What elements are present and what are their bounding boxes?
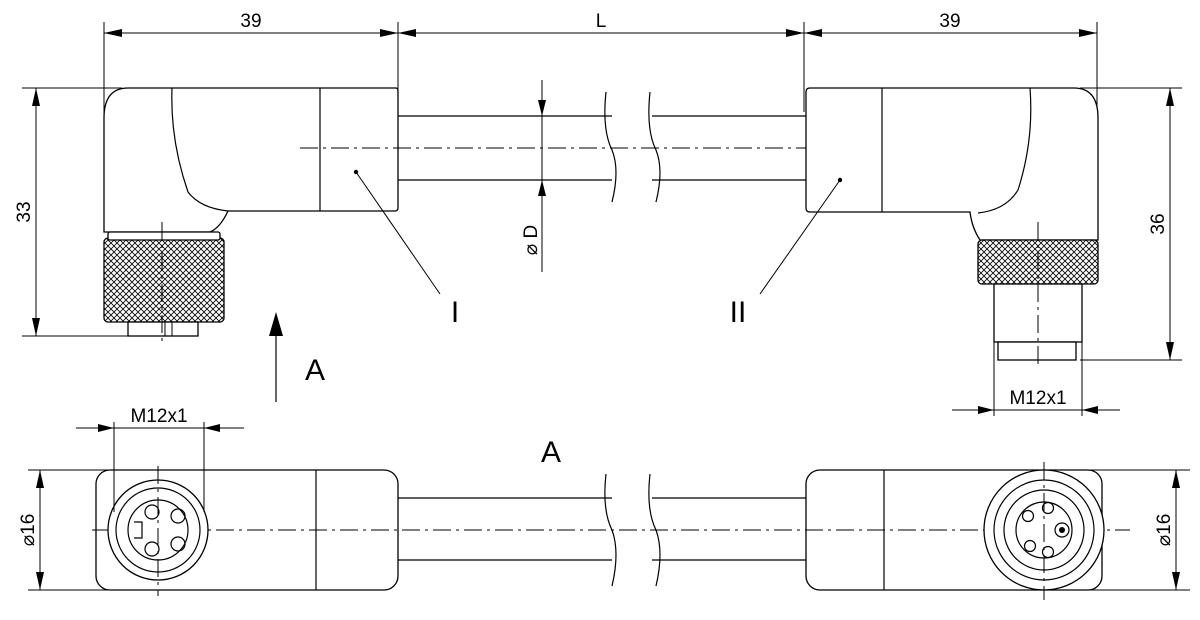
dim-right-length: 39 (939, 11, 960, 32)
connector-right-side-view (759, 22, 1182, 416)
connector-left-side-view (22, 22, 441, 345)
dim-diameter-right: ⌀16 (1154, 514, 1175, 547)
dim-left-length: 39 (240, 11, 261, 32)
label-view-title: A (541, 436, 561, 469)
dim-right-height: 36 (1148, 213, 1169, 234)
height-dimension-lines (32, 88, 1174, 360)
label-connector-right: II (730, 296, 747, 329)
cable-side-view (300, 80, 930, 272)
dim-thread-right: M12x1 (1009, 388, 1066, 409)
bottom-view-a (28, 422, 1190, 600)
dim-cable-length: L (596, 11, 607, 32)
label-connector-left: I (451, 296, 459, 329)
view-arrow (269, 312, 283, 402)
dim-cable-diameter: ⌀ D (521, 225, 542, 255)
top-dimension-lines (104, 29, 1097, 37)
left-face-socket (107, 466, 209, 596)
right-face-plug (983, 462, 1105, 600)
dim-diameter-left: ⌀16 (18, 514, 39, 547)
dim-thread-left: M12x1 (130, 406, 187, 427)
label-view-arrow: A (305, 354, 325, 387)
dim-left-height: 33 (14, 201, 35, 222)
